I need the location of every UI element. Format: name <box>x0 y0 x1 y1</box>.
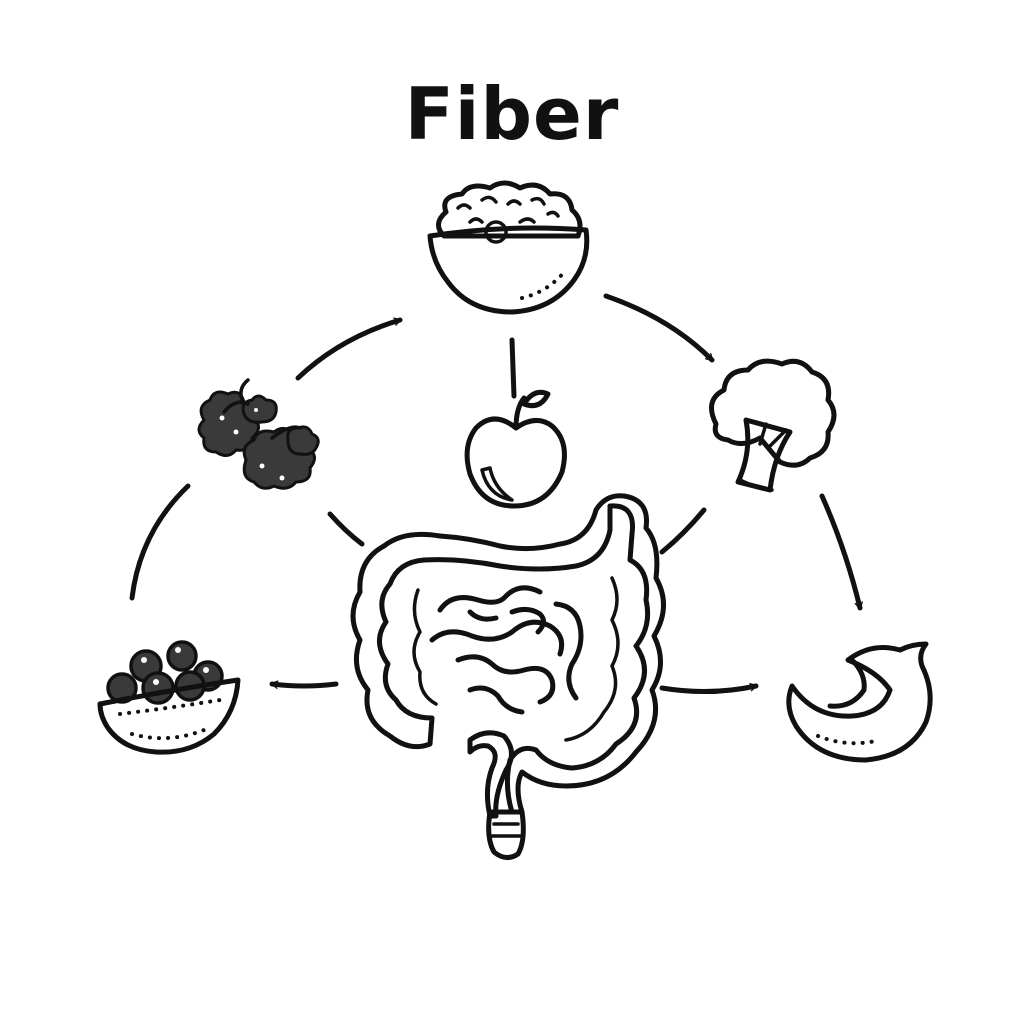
spoke-lines <box>327 337 707 555</box>
diagram-title: Fiber <box>404 72 620 156</box>
grain-bowl-icon <box>427 180 590 315</box>
arrow-bowl-to-broccoli <box>603 293 715 363</box>
berry-bowl-icon <box>97 640 241 755</box>
arrow-intestine-to-berries <box>269 680 339 689</box>
connector-berries-to-grapes <box>129 483 191 601</box>
arrow-broccoli-to-melon <box>819 493 863 611</box>
grapes-icon <box>197 378 320 490</box>
spoke-broccoli-to-intestine <box>659 507 707 555</box>
arrow-intestine-to-melon <box>659 682 759 695</box>
spoke-bowl-to-apple <box>509 337 517 399</box>
intestine-icon <box>350 493 667 860</box>
spoke-grapes-to-intestine <box>327 511 365 547</box>
cycle-arrows <box>129 293 863 695</box>
broccoli-icon <box>709 358 837 493</box>
melon-slice-icon <box>786 641 933 763</box>
arrow-grapes-to-bowl <box>295 317 403 381</box>
apple-icon <box>464 389 567 509</box>
